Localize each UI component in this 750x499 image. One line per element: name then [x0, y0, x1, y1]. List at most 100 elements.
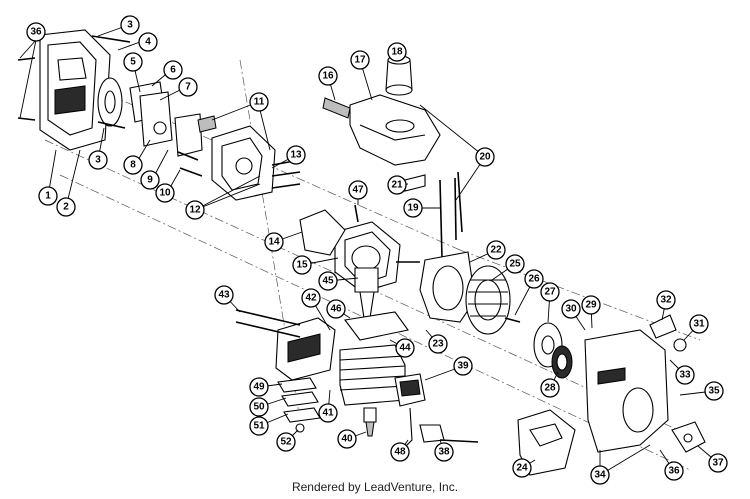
svg-text:27: 27 [544, 287, 556, 298]
muffler [235, 309, 336, 381]
svg-text:36: 36 [30, 27, 42, 38]
svg-text:48: 48 [394, 447, 406, 458]
carburetor-parts [129, 81, 203, 177]
callout-46: 46 [326, 299, 346, 319]
intake-adapter [197, 115, 301, 201]
callout-27: 27 [540, 282, 560, 302]
svg-text:45: 45 [322, 276, 334, 287]
svg-text:9: 9 [147, 175, 153, 186]
callout-32: 32 [656, 290, 676, 310]
svg-text:31: 31 [693, 319, 705, 330]
pawl-bracket [671, 421, 706, 453]
svg-text:8: 8 [130, 160, 136, 171]
callout-18: 18 [387, 42, 407, 62]
svg-text:22: 22 [490, 245, 502, 256]
svg-text:7: 7 [185, 82, 191, 93]
callout-48: 48 [390, 442, 410, 462]
svg-text:38: 38 [438, 447, 450, 458]
svg-text:4: 4 [145, 37, 151, 48]
svg-text:32: 32 [660, 295, 672, 306]
svg-text:10: 10 [159, 188, 171, 199]
callout-5: 5 [123, 52, 143, 72]
callout-21: 21 [387, 175, 407, 195]
svg-text:23: 23 [432, 339, 444, 350]
recoil-starter-housing [584, 314, 687, 453]
callout-36-lower: 36 [664, 461, 684, 481]
callout-1: 1 [38, 186, 58, 206]
svg-text:37: 37 [712, 458, 724, 469]
svg-text:6: 6 [170, 65, 176, 76]
svg-text:13: 13 [290, 150, 302, 161]
callout-45: 45 [318, 271, 338, 291]
callout-13: 13 [286, 145, 306, 165]
callout-38: 38 [434, 442, 454, 462]
callout-43: 43 [214, 285, 234, 305]
svg-text:21: 21 [391, 180, 403, 191]
callout-52: 52 [276, 432, 296, 452]
svg-text:17: 17 [354, 55, 366, 66]
ignition-module [394, 373, 479, 449]
air-filter-cover [17, 29, 111, 151]
svg-text:34: 34 [594, 470, 606, 481]
svg-text:35: 35 [708, 386, 720, 397]
callout-14: 14 [264, 232, 284, 252]
callout-11: 11 [249, 92, 269, 112]
svg-text:39: 39 [457, 361, 469, 372]
callout-29: 29 [581, 295, 601, 315]
svg-text:25: 25 [509, 259, 521, 270]
callout-36: 36 [26, 22, 46, 42]
callout-19: 19 [403, 198, 423, 218]
svg-text:42: 42 [305, 293, 317, 304]
svg-text:2: 2 [63, 202, 69, 213]
callout-6: 6 [163, 60, 183, 80]
callout-39: 39 [453, 356, 473, 376]
svg-text:30: 30 [565, 304, 577, 315]
callout-41: 41 [318, 403, 338, 423]
callout-35: 35 [704, 381, 724, 401]
svg-text:36: 36 [668, 466, 680, 477]
svg-text:52: 52 [280, 437, 292, 448]
svg-text:40: 40 [341, 434, 353, 445]
air-filter-element [91, 35, 131, 129]
callout-37: 37 [708, 453, 728, 473]
svg-text:18: 18 [391, 47, 403, 58]
svg-text:28: 28 [544, 383, 556, 394]
flywheel-housing [419, 251, 476, 323]
svg-text:41: 41 [322, 408, 334, 419]
callout-31: 31 [689, 314, 709, 334]
svg-text:50: 50 [253, 402, 265, 413]
callout-28: 28 [540, 378, 560, 398]
svg-text:5: 5 [130, 57, 136, 68]
callout-20: 20 [475, 147, 495, 167]
muffler-plates [277, 377, 321, 433]
svg-text:3: 3 [127, 20, 133, 31]
svg-text:20: 20 [479, 152, 491, 163]
callout-10: 10 [155, 183, 175, 203]
fuel-tank [322, 55, 441, 192]
callout-33: 33 [675, 365, 695, 385]
callout-22: 22 [486, 240, 506, 260]
crankcase [334, 204, 420, 293]
svg-text:33: 33 [679, 370, 691, 381]
callout-3-lower: 3 [88, 150, 108, 170]
svg-text:19: 19 [407, 203, 419, 214]
callout-49: 49 [249, 377, 269, 397]
callout-2: 2 [56, 197, 76, 217]
flywheel [465, 265, 521, 335]
callout-25: 25 [505, 254, 525, 274]
callout-30: 30 [561, 299, 581, 319]
svg-text:12: 12 [189, 205, 201, 216]
svg-text:24: 24 [516, 463, 528, 474]
callout-51: 51 [249, 416, 269, 436]
callout-3: 3 [120, 15, 140, 35]
callout-15: 15 [292, 255, 312, 275]
svg-text:14: 14 [268, 237, 280, 248]
callout-23: 23 [428, 334, 448, 354]
svg-text:46: 46 [330, 304, 342, 315]
svg-text:29: 29 [585, 300, 597, 311]
svg-text:49: 49 [253, 382, 265, 393]
spark-plug [363, 407, 377, 437]
svg-text:15: 15 [296, 260, 308, 271]
